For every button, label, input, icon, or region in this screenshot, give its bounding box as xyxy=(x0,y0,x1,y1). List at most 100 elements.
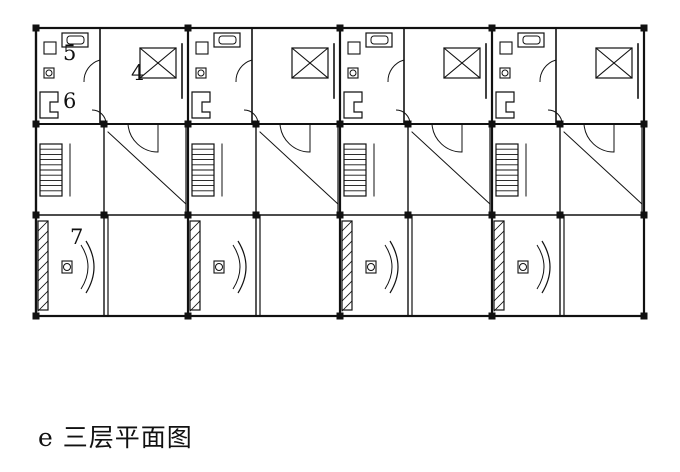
bed-diagonal xyxy=(291,47,329,79)
column xyxy=(336,211,344,219)
bathtub xyxy=(365,32,393,48)
toilet-bowl xyxy=(501,69,509,77)
hatch-line xyxy=(341,300,353,312)
column xyxy=(32,211,40,219)
figure-caption: e 三层平面图 xyxy=(38,423,193,452)
closet xyxy=(191,91,211,119)
hatch-line xyxy=(189,240,201,252)
curved-partition xyxy=(237,240,247,294)
fixture-bowl xyxy=(215,263,223,271)
hatch-line xyxy=(341,270,353,282)
plan-unit xyxy=(32,24,192,320)
door-swing xyxy=(279,123,311,153)
hatch-line xyxy=(341,250,353,262)
bathtub xyxy=(61,32,89,48)
bathtub-basin xyxy=(522,35,541,45)
hatch-line xyxy=(189,220,201,232)
column xyxy=(32,24,40,32)
toilet xyxy=(499,67,511,79)
toilet xyxy=(43,67,55,79)
hatch-line xyxy=(37,220,49,232)
hatch-line xyxy=(189,280,201,292)
bed xyxy=(595,47,633,79)
plan-units xyxy=(32,24,648,320)
column xyxy=(32,120,40,128)
hatch-line xyxy=(493,230,505,242)
hatch-line xyxy=(189,300,201,312)
curved-partition xyxy=(80,244,89,290)
hatch-line xyxy=(341,230,353,242)
closet xyxy=(343,91,363,119)
column xyxy=(252,120,260,128)
curved-partition xyxy=(85,240,95,294)
column xyxy=(336,24,344,32)
door-swing xyxy=(547,109,563,125)
bed-diagonal xyxy=(139,47,177,79)
toilet-bowl xyxy=(197,69,205,77)
fixture-bowl xyxy=(519,263,527,271)
toilet-bowl xyxy=(349,69,357,77)
door-swing xyxy=(243,109,259,125)
column xyxy=(184,24,192,32)
hatch-line xyxy=(493,280,505,292)
plan-unit xyxy=(336,24,496,320)
column xyxy=(640,24,648,32)
bed xyxy=(291,47,329,79)
hatch-line xyxy=(493,260,505,272)
hatch-line xyxy=(189,250,201,262)
hatch-line xyxy=(37,250,49,262)
room-number-7: 7 xyxy=(70,225,83,249)
column xyxy=(336,120,344,128)
bathtub xyxy=(517,32,545,48)
column xyxy=(556,120,564,128)
toilet-bowl xyxy=(45,69,53,77)
door-swing xyxy=(387,59,405,83)
diagonal-sightline xyxy=(107,131,187,205)
column xyxy=(100,211,108,219)
fixture xyxy=(517,260,529,274)
hatch-line xyxy=(37,260,49,272)
column xyxy=(640,120,648,128)
column xyxy=(556,211,564,219)
column xyxy=(100,120,108,128)
door-swing xyxy=(395,109,411,125)
hatch-line xyxy=(189,230,201,242)
diagonal-sightline xyxy=(259,131,339,205)
door-swing xyxy=(431,123,463,153)
fixture xyxy=(213,260,225,274)
plan-unit xyxy=(488,24,648,320)
hatch-line xyxy=(493,290,505,302)
fixture-bowl xyxy=(63,263,71,271)
hatch-line xyxy=(341,280,353,292)
sink xyxy=(195,41,209,55)
column xyxy=(184,211,192,219)
hatch-line xyxy=(37,300,49,312)
hatch-line xyxy=(37,230,49,242)
hatched-wall xyxy=(341,220,353,311)
room-number-6: 6 xyxy=(63,89,76,113)
fixture xyxy=(365,260,377,274)
hatch-line xyxy=(341,220,353,232)
column xyxy=(252,211,260,219)
fixture xyxy=(61,260,73,274)
hatch-line xyxy=(341,240,353,252)
sink xyxy=(43,41,57,55)
room-number-4: 4 xyxy=(131,61,144,85)
curved-partition xyxy=(541,240,551,294)
bed xyxy=(443,47,481,79)
closet xyxy=(495,91,515,119)
curved-partition xyxy=(232,244,241,290)
plan-unit xyxy=(184,24,344,320)
toilet xyxy=(195,67,207,79)
curved-partition xyxy=(384,244,393,290)
door-swing xyxy=(235,59,253,83)
curved-partition xyxy=(536,244,545,290)
sink xyxy=(347,41,361,55)
door-swing xyxy=(83,59,101,83)
hatch-line xyxy=(493,270,505,282)
column xyxy=(488,211,496,219)
bathtub-basin xyxy=(66,35,85,45)
column xyxy=(404,120,412,128)
hatch-line xyxy=(341,290,353,302)
